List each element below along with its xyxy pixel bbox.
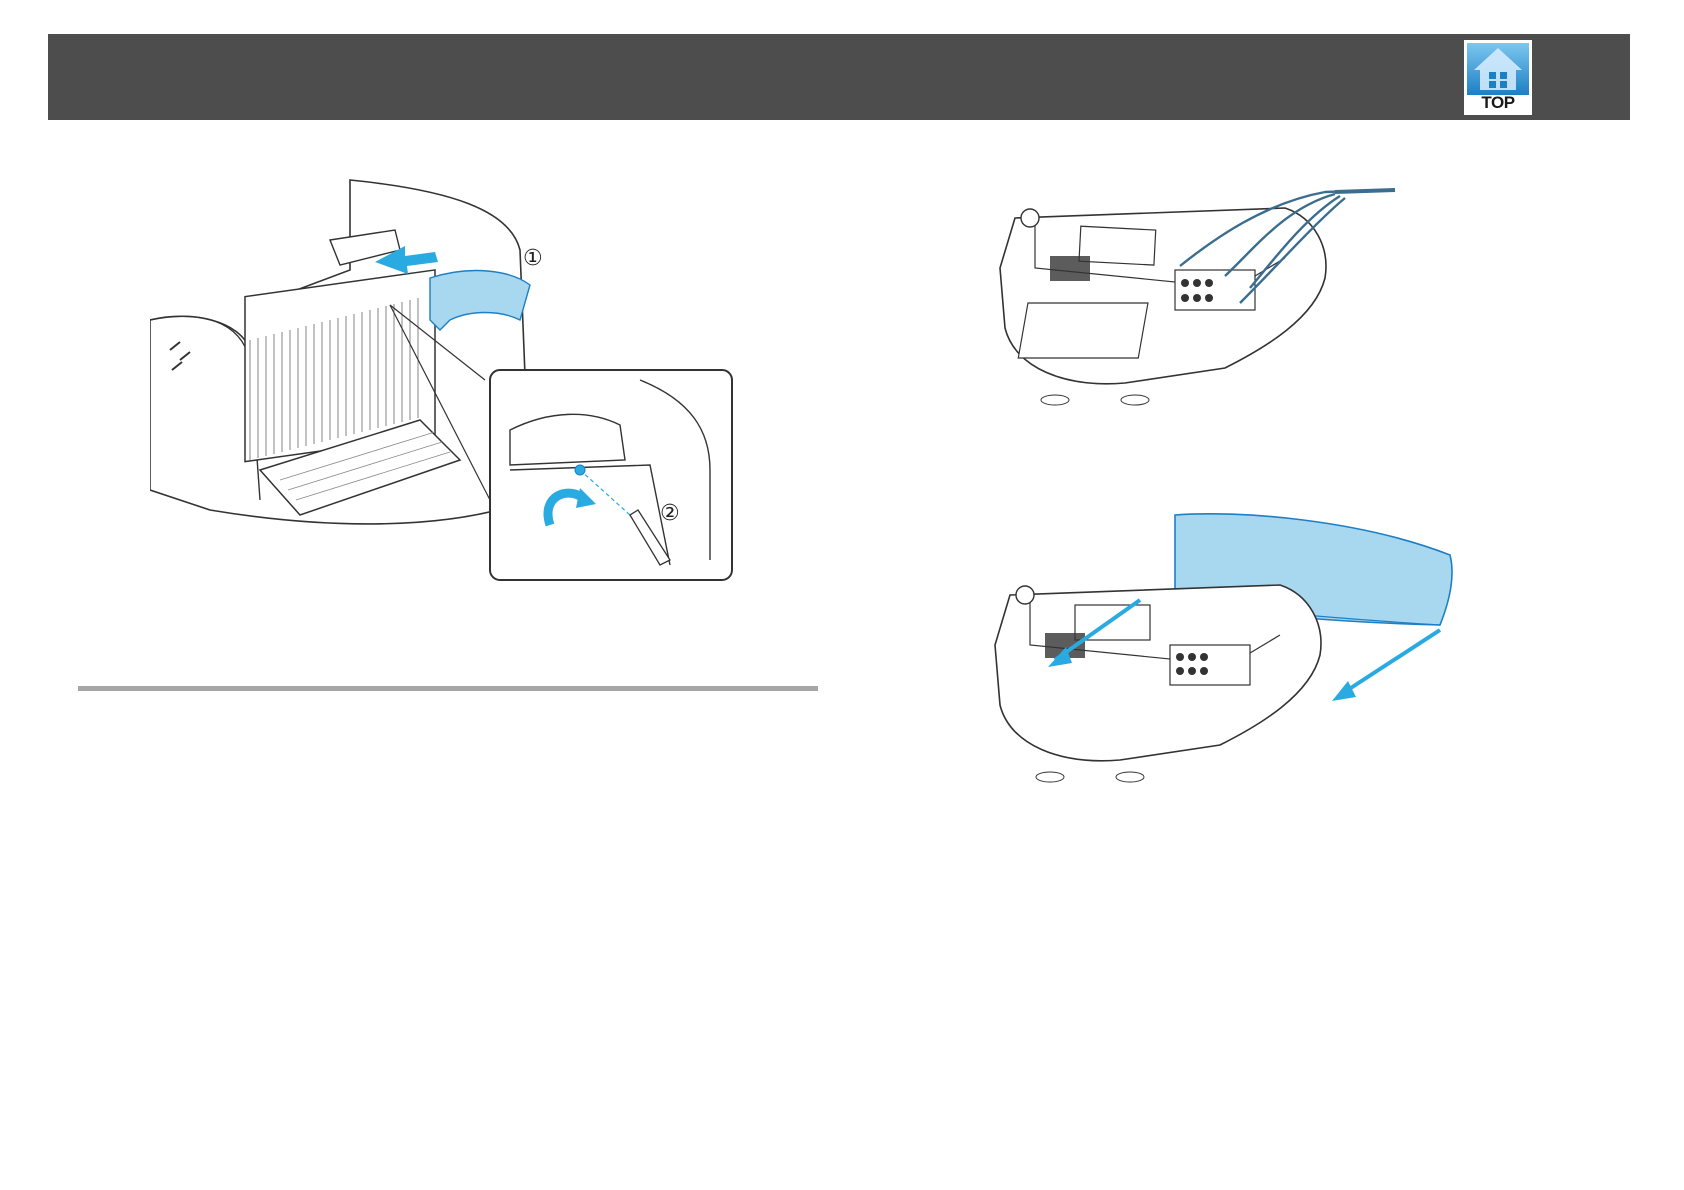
callout-2: ② [660, 501, 680, 526]
callout-1: ① [523, 246, 543, 271]
cables-connected-illustration [985, 178, 1485, 418]
top-button[interactable]: TOP [1464, 40, 1532, 115]
top-button-label: TOP [1464, 93, 1532, 113]
cable-cover-illustration [980, 505, 1480, 805]
section-divider [78, 686, 818, 691]
filter-cover-illustration: ① ② [150, 170, 740, 590]
header-bar [48, 34, 1630, 120]
